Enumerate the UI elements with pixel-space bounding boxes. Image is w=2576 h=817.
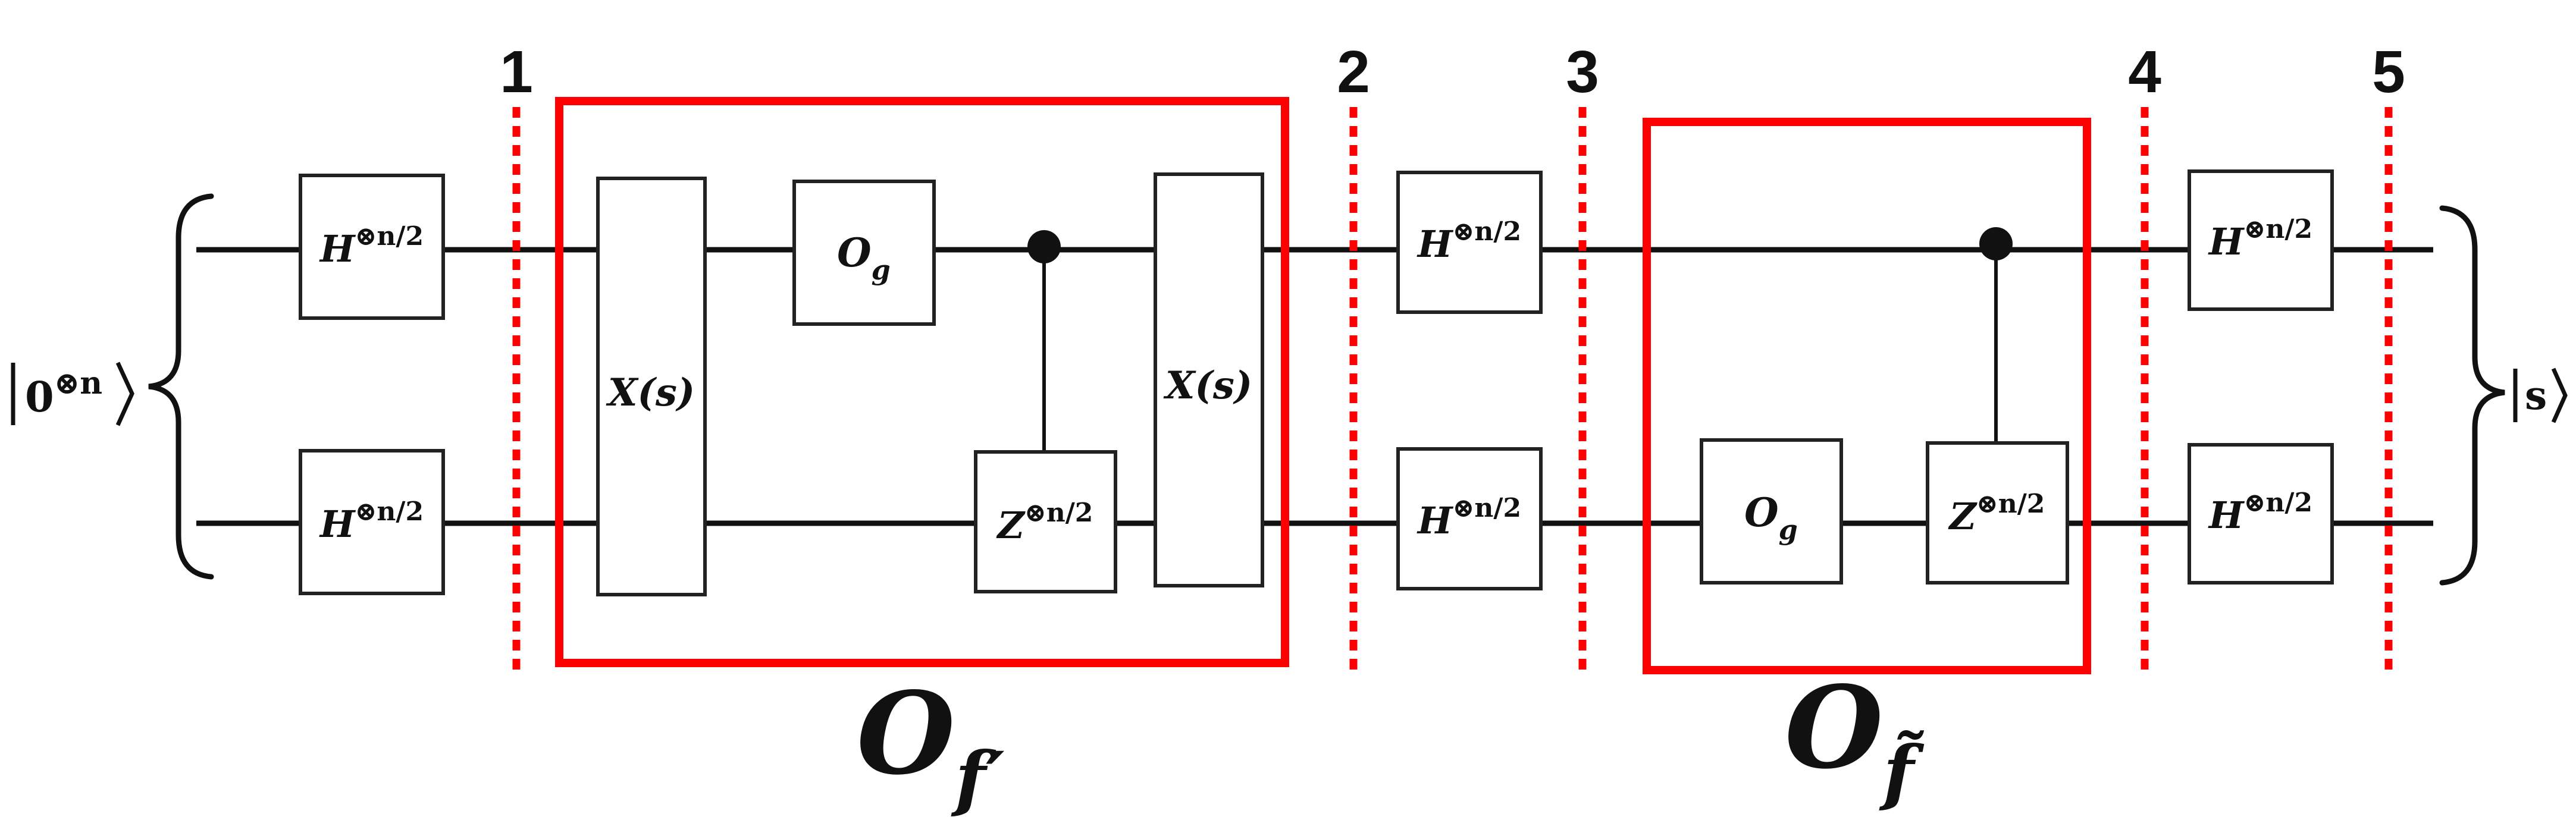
- barrier-label-3: 3: [1566, 39, 1599, 105]
- gates: H⊗n/2 H⊗n/2 X(s) Og Z⊗n/2 X(s) H: [299, 169, 2334, 596]
- svg-text:Z⊗n/2: Z⊗n/2: [1948, 489, 2045, 538]
- oracle-g-gate-bottom: Og: [1700, 438, 1843, 585]
- x-s-gate-left: X(s): [596, 177, 707, 596]
- barrier-label-5: 5: [2372, 39, 2405, 105]
- svg-text:X(s): X(s): [606, 370, 695, 415]
- barrier-label-2: 2: [1337, 39, 1370, 105]
- svg-text:Z⊗n/2: Z⊗n/2: [996, 498, 1093, 547]
- oracle-f-prime-label: Of′: [857, 667, 1005, 817]
- hadamard-gate-top-2: H⊗n/2: [1396, 171, 1543, 314]
- ket-angle: [115, 362, 134, 426]
- hadamard-gate-top-3: H⊗n/2: [2188, 169, 2334, 311]
- svg-text:X(s): X(s): [1163, 363, 1252, 408]
- x-s-gate-right: X(s): [1154, 172, 1264, 587]
- input-state-label: 0⊗n: [25, 365, 102, 422]
- input-state: 0⊗n: [11, 362, 134, 426]
- svg-text:H⊗n/2: H⊗n/2: [2208, 488, 2312, 537]
- output-brace: [2439, 205, 2505, 586]
- hadamard-gate-bottom-2: H⊗n/2: [1396, 447, 1543, 590]
- svg-text:H⊗n/2: H⊗n/2: [319, 221, 424, 271]
- hadamard-gate-top-1: H⊗n/2: [299, 174, 445, 320]
- barrier-label-4: 4: [2128, 39, 2161, 105]
- oracle-g-gate-top: Og: [792, 180, 936, 326]
- input-brace: [148, 193, 214, 580]
- svg-text:H⊗n/2: H⊗n/2: [1417, 493, 1521, 542]
- control-dot-2: [1979, 227, 2013, 260]
- hadamard-gate-bottom-1: H⊗n/2: [299, 449, 445, 595]
- z-gate-1: Z⊗n/2: [974, 450, 1117, 593]
- barrier-labels: 1 2 3 4 5: [500, 39, 2405, 105]
- svg-text:Og: Og: [837, 230, 891, 286]
- control-dot-1: [1027, 230, 1061, 263]
- svg-text:H⊗n/2: H⊗n/2: [1417, 216, 1521, 266]
- hadamard-gate-bottom-3: H⊗n/2: [2188, 443, 2334, 585]
- svg-text:H⊗n/2: H⊗n/2: [2208, 214, 2312, 263]
- svg-text:H⊗n/2: H⊗n/2: [319, 497, 424, 546]
- wires: [196, 247, 2433, 526]
- ket-angle: [2551, 367, 2568, 423]
- output-state: s: [2513, 367, 2568, 423]
- oracle-f-prime-box: [555, 97, 1289, 667]
- barrier-label-1: 1: [500, 39, 533, 105]
- z-gate-2: Z⊗n/2: [1926, 441, 2069, 585]
- oracle-f-tilde-label: Of̃: [1785, 661, 1925, 814]
- output-state-label: s: [2525, 372, 2547, 419]
- svg-text:Og: Og: [1744, 489, 1798, 546]
- oracle-f-tilde-box: [1643, 118, 2091, 674]
